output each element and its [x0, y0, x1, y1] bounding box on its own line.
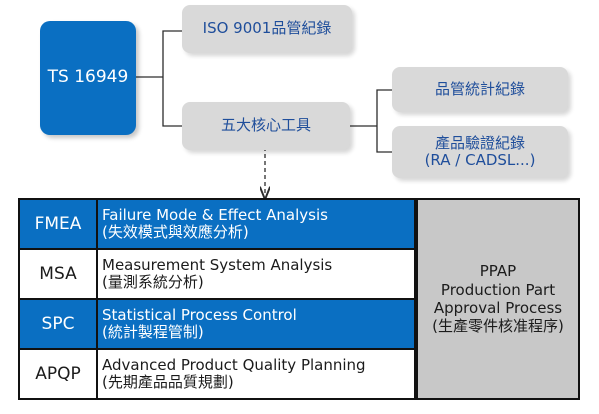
iso-record-node: ISO 9001品管紀錄 — [182, 5, 352, 53]
root-node-label: TS 16949 — [47, 67, 129, 88]
iso-record-label: ISO 9001品管紀錄 — [202, 19, 332, 38]
apqp-abbr: APQP — [18, 348, 98, 400]
core-tools-table: FMEA Failure Mode & Effect Analysis (失效模… — [18, 198, 416, 400]
apqp-description: Advanced Product Quality Planning (先期產品品… — [96, 348, 416, 400]
core-tools-label: 五大核心工具 — [220, 116, 311, 135]
ppap-subtitle-line-3: (生產零件核准程序) — [432, 317, 564, 336]
spc-english-name: Statistical Process Control — [102, 305, 297, 324]
root-node: TS 16949 — [40, 21, 136, 135]
validation-record-label: 產品驗證紀錄 (RA / CADSL...) — [424, 133, 536, 169]
tool-row-msa: MSA Measurement System Analysis (量測系統分析) — [18, 248, 416, 300]
apqp-english-name: Advanced Product Quality Planning — [102, 355, 366, 374]
ppap-box: PPAP Production Part Approval Process (生… — [416, 198, 580, 400]
root-connector — [135, 30, 182, 127]
fmea-chinese-name: (失效模式與效應分析) — [102, 223, 249, 241]
ppap-subtitle-line-1: Production Part — [440, 280, 556, 299]
core-tools-node: 五大核心工具 — [182, 102, 350, 150]
spc-description: Statistical Process Control (統計製程管制) — [96, 298, 416, 350]
fmea-abbr: FMEA — [18, 198, 98, 250]
spc-chinese-name: (統計製程管制) — [102, 323, 204, 341]
fmea-description: Failure Mode & Effect Analysis (失效模式與效應分… — [96, 198, 416, 250]
msa-abbr: MSA — [18, 248, 98, 300]
tool-row-apqp: APQP Advanced Product Quality Planning (… — [18, 348, 416, 400]
msa-chinese-name: (量測系統分析) — [102, 273, 204, 291]
tool-row-spc: SPC Statistical Process Control (統計製程管制) — [18, 298, 416, 350]
spc-record-label: 品管統計紀錄 — [434, 79, 525, 98]
spc-abbr: SPC — [18, 298, 98, 350]
fmea-english-name: Failure Mode & Effect Analysis — [102, 205, 328, 224]
ppap-subtitle-line-2: Approval Process — [433, 299, 563, 317]
tool-row-fmea: FMEA Failure Mode & Effect Analysis (失效模… — [18, 198, 416, 250]
core-tools-connector — [350, 89, 392, 153]
validation-record-node: 產品驗證紀錄 (RA / CADSL...) — [392, 126, 568, 178]
msa-english-name: Measurement System Analysis — [102, 255, 333, 274]
ppap-title: PPAP — [479, 262, 517, 281]
apqp-chinese-name: (先期產品品質規劃) — [102, 373, 234, 391]
spc-record-node: 品管統計紀錄 — [392, 67, 568, 112]
msa-description: Measurement System Analysis (量測系統分析) — [96, 248, 416, 300]
